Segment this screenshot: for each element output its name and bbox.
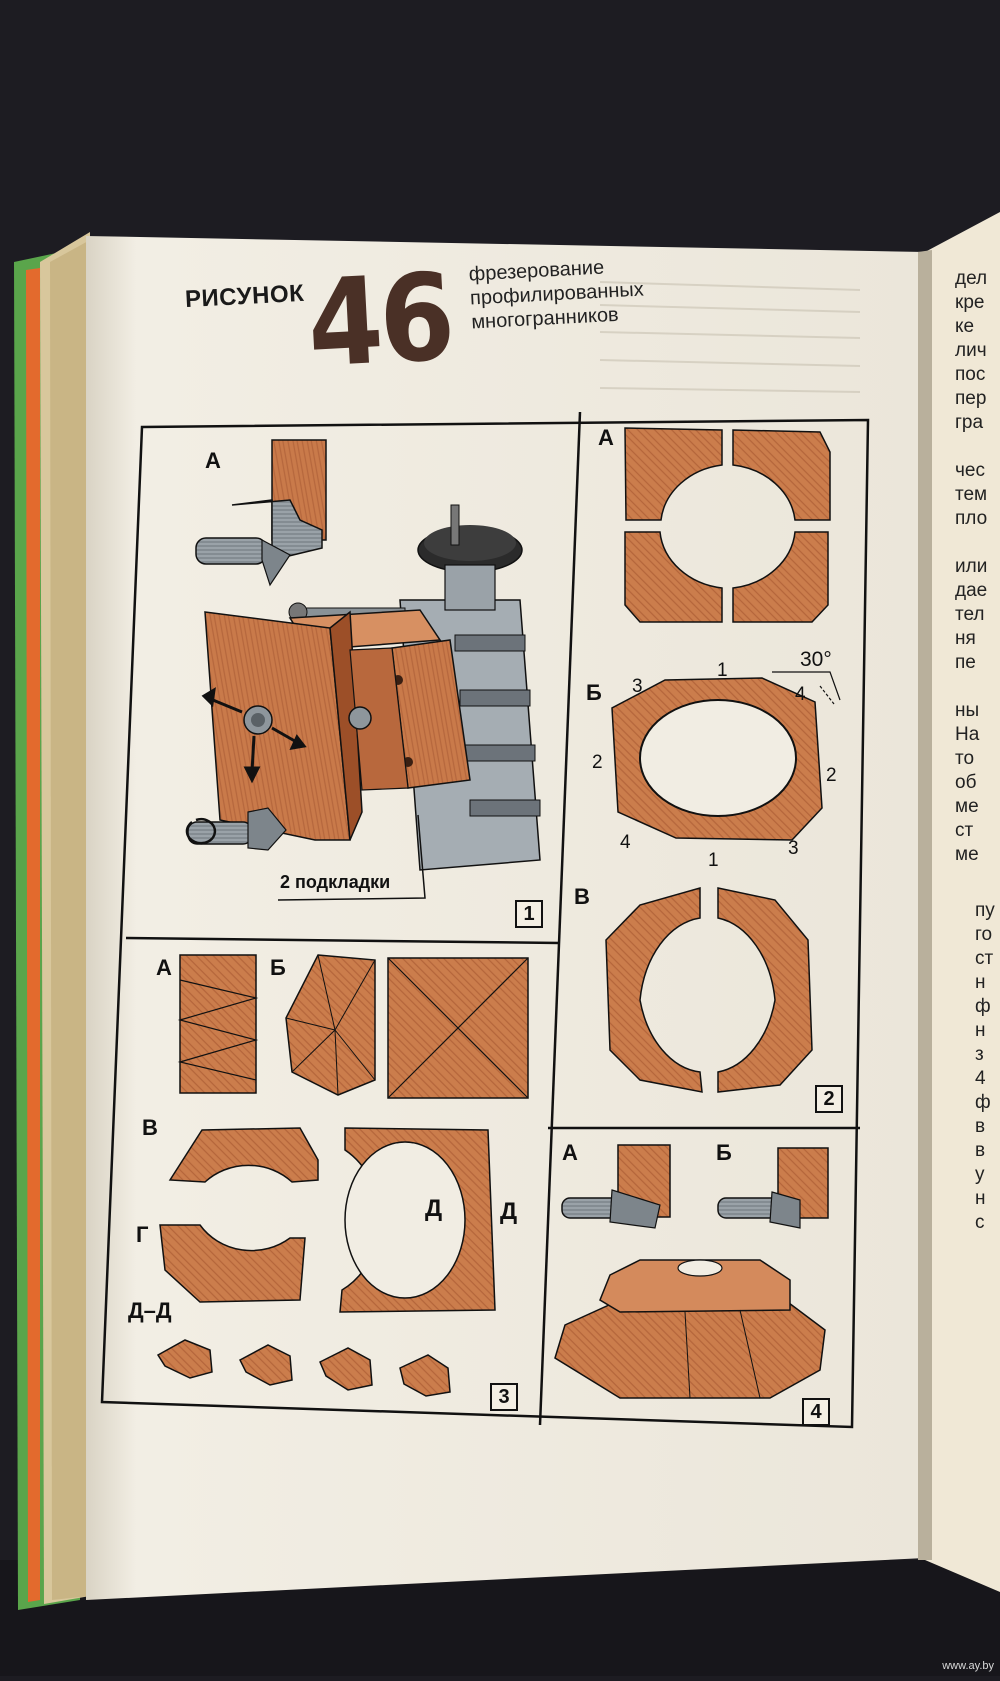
right-page-fragment: ме xyxy=(955,796,979,817)
figure-title: фрезерование профилированных многогранни… xyxy=(468,254,645,335)
panel-3-label-v: В xyxy=(142,1115,158,1140)
right-page-fragment: го xyxy=(975,924,993,945)
panel-4-label-b: Б xyxy=(716,1140,732,1165)
right-page-fragment: пе xyxy=(955,652,976,673)
right-page-fragment: тел xyxy=(955,604,985,625)
figure-number: 46 xyxy=(304,248,455,395)
right-page-fragment: пер xyxy=(955,388,987,409)
panel-3-label-b: Б xyxy=(270,955,286,980)
panel-2-edge-number: 2 xyxy=(592,752,603,773)
panel-2-edge-number: 1 xyxy=(708,850,719,871)
right-page xyxy=(925,212,1000,1592)
right-page-fragment: чес xyxy=(955,460,985,481)
panel-2-edge-number: 4 xyxy=(620,832,631,853)
right-page-fragment: ф xyxy=(975,996,991,1017)
figure-frame xyxy=(100,411,870,1429)
panel-3-label-a: А xyxy=(156,955,172,980)
right-page-fragment: ня xyxy=(955,628,976,649)
right-page-fragment: ф xyxy=(975,1092,991,1113)
panel-4-illustration xyxy=(554,1144,829,1399)
panel-3-label-g: Г xyxy=(136,1222,149,1247)
panel-2-edge-number: 3 xyxy=(788,838,799,859)
panel-2-label-v: В xyxy=(574,884,590,909)
panel-2-edge-number: 2 xyxy=(826,765,837,786)
right-page-fragment: лич xyxy=(955,340,987,361)
right-page-fragment: в xyxy=(975,1116,986,1137)
right-page-fragment: н xyxy=(975,1188,986,1209)
right-page-fragment: пло xyxy=(955,508,988,529)
right-page-fragment: ке xyxy=(955,316,975,337)
right-page-fragment: то xyxy=(955,748,975,769)
right-page-fragment: ст xyxy=(975,948,994,969)
right-page-fragment: н xyxy=(975,1020,986,1041)
panel-1-callout: 2 подкладки xyxy=(280,872,391,892)
right-page-fragment: или xyxy=(955,556,988,577)
panel-1-illustration xyxy=(185,439,541,901)
panel-3-label-d: Д xyxy=(500,1198,518,1225)
panel-2-edge-number: 1 xyxy=(717,660,728,681)
right-page-fragment: На xyxy=(955,724,980,745)
panel-2-label-a: А xyxy=(598,425,614,450)
right-page-fragment: в xyxy=(975,1140,986,1161)
right-page-fragment: н xyxy=(975,972,986,993)
panel-1-label-a: А xyxy=(205,448,221,473)
panel-3-number: 3 xyxy=(490,1383,518,1411)
right-page-fragment: з xyxy=(975,1044,984,1065)
panel-2-number: 2 xyxy=(815,1085,843,1113)
panel-4-number: 4 xyxy=(802,1398,830,1426)
right-page-fragment: тем xyxy=(955,484,988,505)
panel-2-edge-number: 3 xyxy=(632,676,643,697)
right-page-fragment: об xyxy=(955,772,977,793)
right-page-fragment: гра xyxy=(955,412,984,433)
watermark: www.ay.by xyxy=(942,1660,994,1672)
panel-1-number: 1 xyxy=(515,900,543,928)
right-page-fragment: кре xyxy=(955,292,985,313)
right-page-fragment: у xyxy=(975,1164,985,1185)
right-page-fragment: 4 xyxy=(975,1068,986,1089)
right-page-fragment: пос xyxy=(955,364,986,385)
panel-2-illustration xyxy=(605,427,841,1093)
right-page-fragment: с xyxy=(975,1212,985,1233)
panel-2-label-b: Б xyxy=(586,680,602,705)
panel-3-illustration xyxy=(156,954,529,1397)
panel-3-label-dd: Д–Д xyxy=(128,1298,172,1323)
right-page-fragment: пу xyxy=(975,900,995,921)
panel-2-edge-number: 4 xyxy=(795,684,806,705)
panel-4-label-a: А xyxy=(562,1140,578,1165)
right-page-fragment: ме xyxy=(955,844,979,865)
right-page-fragment: дел xyxy=(955,268,988,289)
panel-2-angle: 30° xyxy=(800,648,832,671)
right-page-fragment: ст xyxy=(955,820,974,841)
panel-3-label-d: Д xyxy=(425,1195,443,1222)
right-page-fragment: дае xyxy=(955,580,988,601)
right-page-fragment: ны xyxy=(955,700,980,721)
